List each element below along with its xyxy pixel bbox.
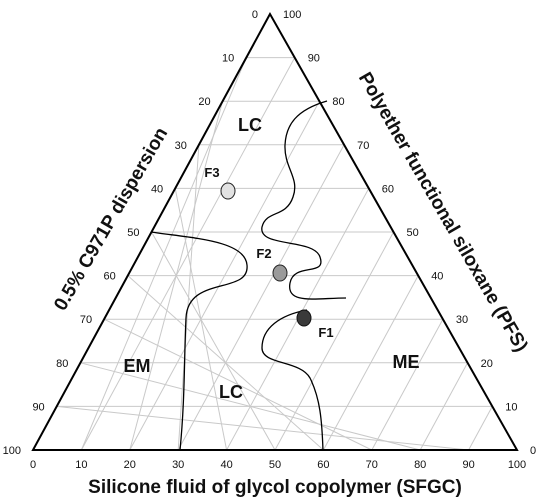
point-f3-label: F3 (204, 165, 219, 180)
left-tick-label: 30 (175, 140, 187, 152)
bottom-axis-title: Silicone fluid of glycol copolymer (SFGC… (88, 477, 462, 498)
bottom-tick-label: 80 (414, 459, 426, 471)
right-tick-label: 10 (505, 401, 517, 413)
triangle-outline (31, 11, 519, 451)
left-tick-label: 100 (3, 445, 21, 457)
left-tick-label: 90 (32, 401, 44, 413)
bottom-tick-label: 20 (124, 459, 136, 471)
left-tick-label: 50 (127, 227, 139, 239)
left-axis-title: 0.5% C971P dispersion (50, 124, 172, 314)
right-tick-label: 30 (456, 314, 468, 326)
bottom-tick-label: 70 (366, 459, 378, 471)
right-tick-label: 0 (530, 445, 536, 457)
ternary-grid (56, 57, 493, 451)
region-label-lc-bottom: LC (219, 382, 243, 402)
left-tick-label: 70 (80, 314, 92, 326)
right-tick-label: 90 (308, 53, 320, 65)
grid-line (103, 318, 373, 451)
bottom-tick-label: 50 (269, 459, 281, 471)
grid-line (371, 318, 444, 451)
left-tick-label: 60 (104, 271, 116, 283)
phase-boundaries (150, 100, 347, 452)
point-f2-label: F2 (256, 246, 271, 261)
right-tick-label: 100 (283, 9, 301, 21)
grid-line (274, 231, 394, 451)
left-tick-label: 10 (222, 53, 234, 65)
boundary-lc-top (261, 100, 347, 300)
axis-ticks: 0 0 0 10 10 10 20 20 20 30 30 30 40 40 40 50 50 50 60 60 60 7… (3, 9, 536, 471)
right-tick-label: 20 (481, 358, 493, 370)
point-f1 (296, 309, 312, 327)
left-tick-label: 0 (252, 9, 258, 21)
grid-line (151, 231, 276, 451)
boundary-lc-me (261, 309, 324, 452)
point-f3 (220, 182, 236, 200)
left-tick-label: 80 (56, 358, 68, 370)
boundary-em (150, 231, 248, 451)
right-tick-label: 60 (382, 183, 394, 195)
triangle-frame (31, 11, 519, 451)
bottom-tick-label: 100 (508, 459, 526, 471)
bottom-tick-label: 10 (75, 459, 87, 471)
formulation-points: F3 F2 F1 (204, 165, 333, 340)
grid-line (56, 405, 469, 451)
region-label-me: ME (393, 352, 420, 372)
bottom-tick-label: 0 (30, 459, 36, 471)
bottom-tick-label: 60 (317, 459, 329, 471)
bottom-tick-label: 40 (220, 459, 232, 471)
right-tick-label: 40 (431, 271, 443, 283)
right-tick-label: 80 (332, 96, 344, 108)
point-f2 (272, 264, 288, 282)
point-f1-label: F1 (318, 325, 333, 340)
left-tick-label: 20 (198, 96, 210, 108)
right-axis-title: Polyether functional siloxane (PFS) (354, 69, 532, 356)
grid-line (468, 406, 493, 451)
right-tick-label: 70 (357, 140, 369, 152)
right-tick-label: 50 (407, 227, 419, 239)
left-tick-label: 40 (151, 183, 163, 195)
region-label-em: EM (124, 356, 151, 376)
grid-line (177, 144, 345, 451)
region-label-lc-top: LC (238, 115, 262, 135)
bottom-tick-label: 90 (462, 459, 474, 471)
bottom-tick-label: 30 (172, 459, 184, 471)
